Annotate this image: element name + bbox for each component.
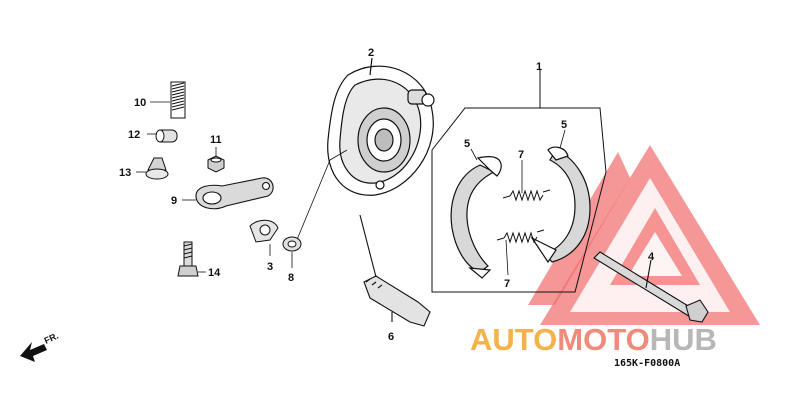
callout-11: 11 <box>210 134 222 146</box>
callout-leaders <box>136 101 566 276</box>
callout-7-lower: 7 <box>504 278 510 290</box>
callout-6: 6 <box>388 331 394 343</box>
callout-8: 8 <box>288 272 294 284</box>
leader-lines <box>295 149 348 243</box>
svg-text:AUTOMOTOHUB: AUTOMOTOHUB <box>470 322 717 357</box>
part-1-bracket <box>431 70 607 293</box>
bolt-14 <box>177 241 199 277</box>
callout-4: 4 <box>648 251 655 263</box>
nut-11 <box>207 155 225 173</box>
brake-panel <box>327 57 435 196</box>
indicator-plate-3 <box>249 219 279 243</box>
spring-10 <box>170 81 186 119</box>
brake-cam <box>359 214 431 327</box>
pin-12 <box>155 129 178 143</box>
callout-7-upper: 7 <box>518 149 524 161</box>
axle-bolt <box>593 251 709 323</box>
watermark-brand: AUTOMOTOHUB <box>470 322 717 357</box>
callout-5-left: 5 <box>464 138 470 150</box>
front-direction-arrow: FR. <box>20 331 60 362</box>
callout-1: 1 <box>536 61 542 73</box>
joint-13 <box>145 157 169 180</box>
drawing-code: 165K-F0800A <box>614 358 680 369</box>
brand-moto: MOTO <box>557 322 649 357</box>
front-label: FR. <box>43 331 60 346</box>
callout-10: 10 <box>134 97 146 109</box>
spring-lower <box>496 229 545 244</box>
callout-13: 13 <box>119 167 131 179</box>
watermark-logo <box>528 145 760 325</box>
callout-labels: 1 2 3 4 5 5 6 7 7 8 9 10 11 12 13 14 <box>119 47 655 343</box>
brake-arm-9 <box>195 177 274 210</box>
callout-2: 2 <box>368 47 374 59</box>
spring-upper <box>502 189 551 202</box>
brand-auto: AUTO <box>470 322 557 357</box>
washer-8 <box>282 236 302 252</box>
callout-3: 3 <box>267 261 273 273</box>
brake-shoe-right <box>530 146 591 264</box>
callout-5-right: 5 <box>561 119 567 131</box>
brand-hub: HUB <box>650 322 717 357</box>
callout-12: 12 <box>128 129 140 141</box>
callout-9: 9 <box>171 195 177 207</box>
callout-14: 14 <box>208 267 221 279</box>
brake-shoe-left <box>450 156 502 279</box>
